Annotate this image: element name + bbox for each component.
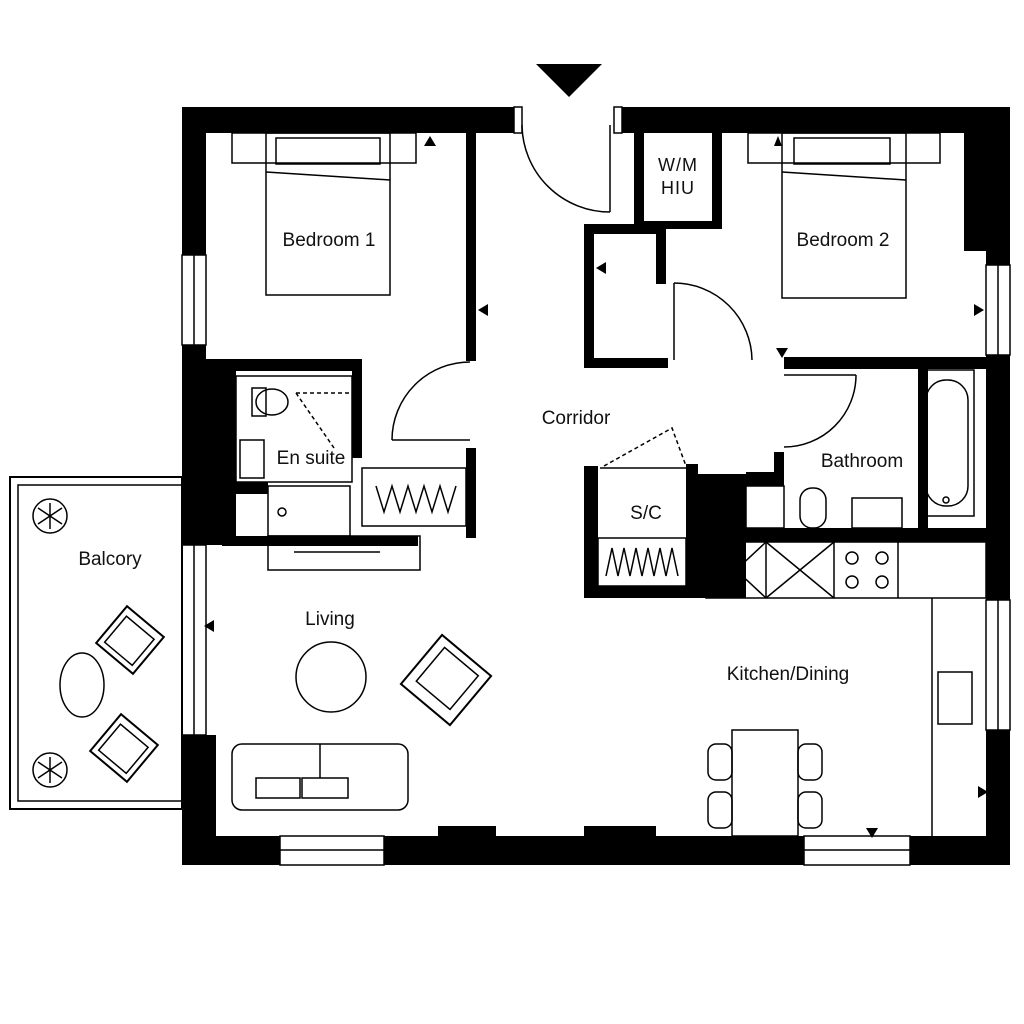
hiu-label: HIU xyxy=(661,178,695,198)
outer-walls xyxy=(182,107,1010,865)
bathroom-label: Bathroom xyxy=(821,451,903,472)
windows xyxy=(181,254,1011,866)
living-label: Living xyxy=(305,609,355,630)
marker-arrows xyxy=(204,136,988,838)
kitchen-dining-label: Kitchen/Dining xyxy=(727,664,850,685)
balcony-label: Balcory xyxy=(78,549,142,570)
wm-label: W/M xyxy=(658,155,698,175)
sc-label: S/C xyxy=(630,503,662,524)
en-suite-label: En suite xyxy=(277,448,346,469)
furniture xyxy=(231,132,987,837)
internal-walls xyxy=(206,133,986,598)
bedroom-1-label: Bedroom 1 xyxy=(283,230,376,251)
bedroom-2-label: Bedroom 2 xyxy=(797,230,890,251)
corridor-label: Corridor xyxy=(542,408,611,429)
balcony-area xyxy=(9,476,183,810)
entrance-arrow-icon xyxy=(536,64,602,97)
doors xyxy=(295,106,857,469)
